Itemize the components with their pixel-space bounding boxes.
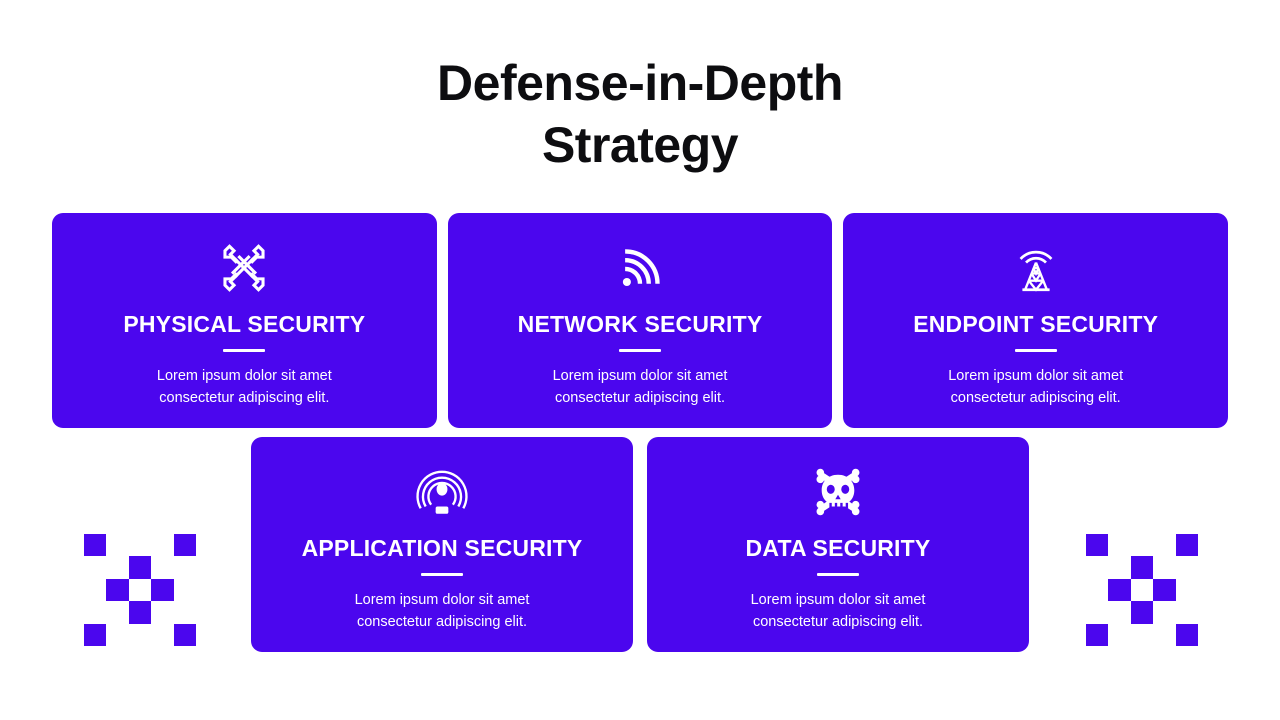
card-divider — [223, 349, 266, 352]
card-description-line-1: Lorem ipsum dolor sit amet — [156, 368, 332, 384]
card-row-bottom: APPLICATION SECURITY Lorem ipsum dolor s… — [251, 437, 1029, 652]
page-title: Defense-in-Depth Strategy — [0, 58, 1280, 170]
card-data-security[interactable]: DATA SECURITY Lorem ipsum dolor sit amet… — [647, 437, 1029, 652]
card-description-line-2: consectetur adipiscing elit. — [752, 614, 924, 630]
checker-plus-pattern-left — [84, 534, 196, 646]
card-description-line-1: Lorem ipsum dolor sit amet — [750, 592, 926, 608]
card-divider — [817, 573, 859, 576]
card-title: ENDPOINT SECURITY — [913, 311, 1159, 337]
card-row-top: PHYSICAL SECURITY Lorem ipsum dolor sit … — [52, 213, 1229, 428]
card-description-line-1: Lorem ipsum dolor sit amet — [948, 368, 1124, 384]
wifi-signal-icon — [609, 237, 671, 299]
card-divider — [421, 573, 463, 576]
card-description-line-2: consectetur adipiscing elit. — [554, 390, 726, 406]
page-title-line-2: Strategy — [541, 117, 739, 173]
card-application-security[interactable]: APPLICATION SECURITY Lorem ipsum dolor s… — [251, 437, 633, 652]
card-description: Lorem ipsum dolor sit amet consectetur a… — [355, 589, 530, 633]
card-title: DATA SECURITY — [745, 535, 931, 561]
card-description-line-2: consectetur adipiscing elit. — [159, 390, 330, 406]
card-endpoint-security[interactable]: ENDPOINT SECURITY Lorem ipsum dolor sit … — [843, 213, 1229, 428]
card-description: Lorem ipsum dolor sit amet consectetur a… — [553, 365, 728, 409]
radio-tower-icon — [1005, 237, 1067, 299]
card-description-line-2: consectetur adipiscing elit. — [950, 390, 1121, 406]
card-description: Lorem ipsum dolor sit amet consectetur a… — [948, 365, 1123, 409]
broadcast-user-icon — [411, 461, 473, 523]
card-network-security[interactable]: NETWORK SECURITY Lorem ipsum dolor sit a… — [447, 213, 833, 428]
card-description: Lorem ipsum dolor sit amet consectetur a… — [157, 365, 332, 409]
card-description-line-2: consectetur adipiscing elit. — [356, 614, 528, 630]
card-title: APPLICATION SECURITY — [301, 535, 583, 561]
checker-plus-pattern-right — [1086, 534, 1198, 646]
card-description-line-1: Lorem ipsum dolor sit amet — [354, 592, 530, 608]
card-description-line-1: Lorem ipsum dolor sit amet — [552, 368, 728, 384]
card-title: NETWORK SECURITY — [517, 311, 763, 337]
card-physical-security[interactable]: PHYSICAL SECURITY Lorem ipsum dolor sit … — [52, 213, 437, 428]
card-description: Lorem ipsum dolor sit amet consectetur a… — [751, 589, 926, 633]
skull-crossbones-icon — [807, 461, 869, 523]
card-divider — [619, 349, 661, 352]
card-title: PHYSICAL SECURITY — [123, 311, 366, 337]
page-title-line-1: Defense-in-Depth — [437, 55, 843, 111]
crossed-wrenches-icon — [213, 237, 275, 299]
card-divider — [1014, 349, 1057, 352]
